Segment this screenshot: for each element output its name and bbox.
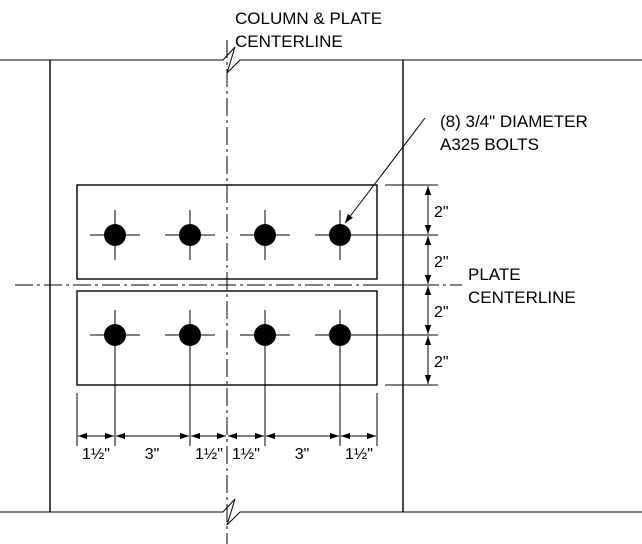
dim-h-4: 1½" (232, 446, 260, 463)
bolt-note-line-2: A325 BOLTS (440, 135, 539, 154)
bolt-hole (179, 224, 201, 246)
bolt (165, 210, 215, 260)
lower-plate (76, 290, 378, 386)
dim-h-6: 1½" (345, 446, 373, 463)
bolt (240, 310, 290, 360)
column-centerline-note-line-1: COLUMN & PLATE (235, 9, 382, 28)
vertical-extension-lines (355, 184, 438, 386)
bolt (165, 310, 215, 360)
bolt (240, 210, 290, 260)
column-centerline-note-line-2: CENTERLINE (235, 32, 343, 51)
horizontal-dimension-labels: 1½" 3" 1½" 1½" 3" 1½" (82, 446, 373, 463)
dim-h-5: 3" (295, 446, 310, 463)
column-outline (0, 46, 642, 526)
bolt-hole (179, 324, 201, 346)
bolt (315, 310, 365, 360)
plate-centerline-note-line-1: PLATE (468, 265, 521, 284)
bolt-note-line-1: (8) 3/4" DIAMETER (440, 112, 588, 131)
horizontal-extension-lines (76, 345, 378, 446)
dim-h-2: 3" (145, 446, 160, 463)
column-centerline-note: COLUMN & PLATE CENTERLINE (235, 9, 382, 51)
splice-plates (76, 184, 378, 386)
bolt (90, 210, 140, 260)
bolt-note-leader (344, 117, 426, 224)
dim-h-3: 1½" (195, 446, 223, 463)
vertical-dimension-labels: 2" 2" 2" 2" (434, 204, 449, 371)
bolt-hole (254, 224, 276, 246)
dim-h-1: 1½" (82, 446, 110, 463)
bolt-hole (104, 324, 126, 346)
bolt-hole (254, 324, 276, 346)
dim-v-4: 2" (434, 354, 449, 371)
bolt-group (90, 210, 365, 360)
bolt-note: (8) 3/4" DIAMETER A325 BOLTS (440, 112, 588, 154)
dim-v-2: 2" (434, 254, 449, 271)
plate-centerline-note-line-2: CENTERLINE (468, 288, 576, 307)
dim-v-3: 2" (434, 304, 449, 321)
upper-plate (76, 184, 378, 280)
dim-v-1: 2" (434, 204, 449, 221)
bolt-hole (104, 224, 126, 246)
bolt-hole (329, 324, 351, 346)
plate-centerline-note: PLATE CENTERLINE (468, 265, 576, 307)
bolt-hole (329, 224, 351, 246)
